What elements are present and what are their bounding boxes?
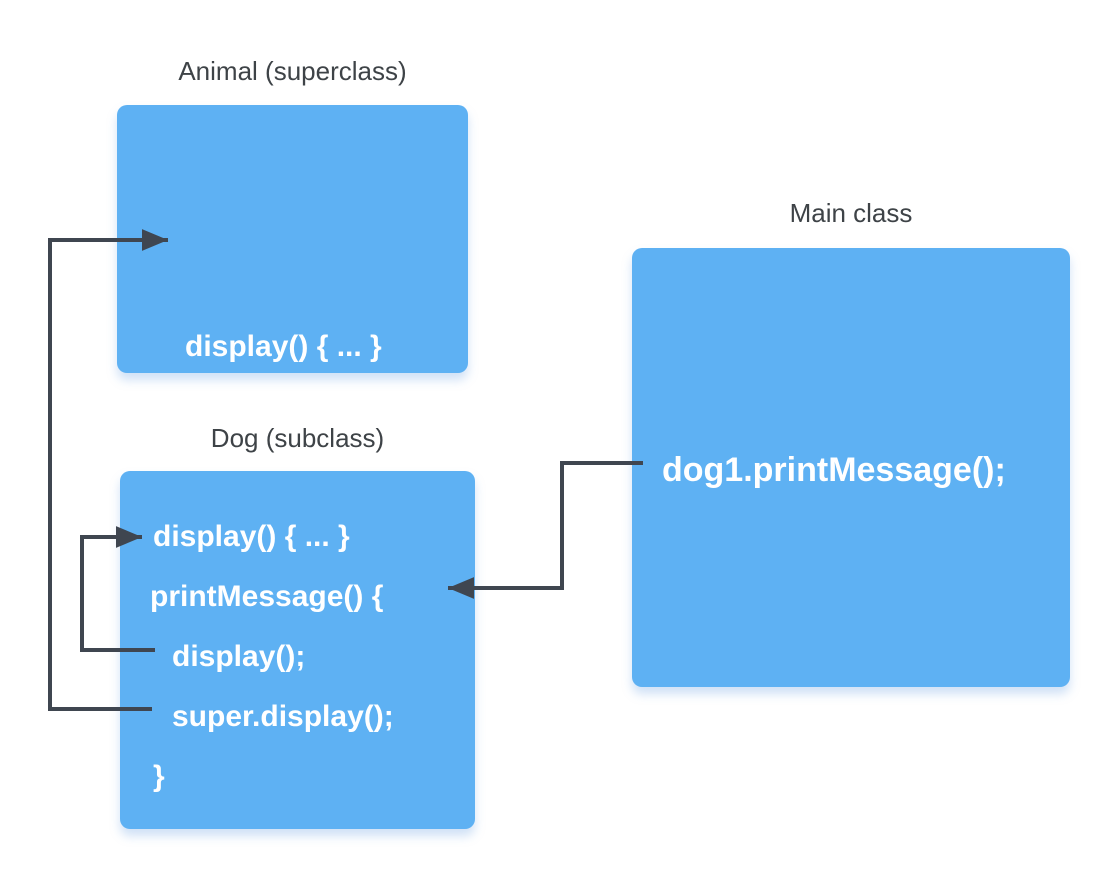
main-class-box: dog1.printMessage();: [632, 248, 1070, 687]
dog-printmessage-code-line: printMessage() {: [150, 580, 384, 613]
dog-subclass-box: display() { ... } printMessage() { displ…: [120, 471, 475, 829]
dog-subclass-label: Dog (subclass): [210, 423, 385, 453]
dog-display-code-line: display() { ... }: [153, 520, 350, 553]
main-class-label: Main class: [789, 198, 913, 228]
dog-display-call-code-line: display();: [172, 640, 306, 673]
animal-superclass-label: Animal (superclass): [178, 56, 407, 86]
animal-superclass-box: display() { ... }: [117, 105, 468, 373]
dog-closing-brace-code-line: }: [153, 760, 165, 793]
animal-display-code-line: display() { ... }: [185, 330, 382, 363]
dog-super-display-call-code-line: super.display();: [172, 700, 394, 733]
main-printmessage-call-code-line: dog1.printMessage();: [662, 451, 1006, 489]
arrow-main-to-dog-printmessage: [448, 461, 643, 599]
